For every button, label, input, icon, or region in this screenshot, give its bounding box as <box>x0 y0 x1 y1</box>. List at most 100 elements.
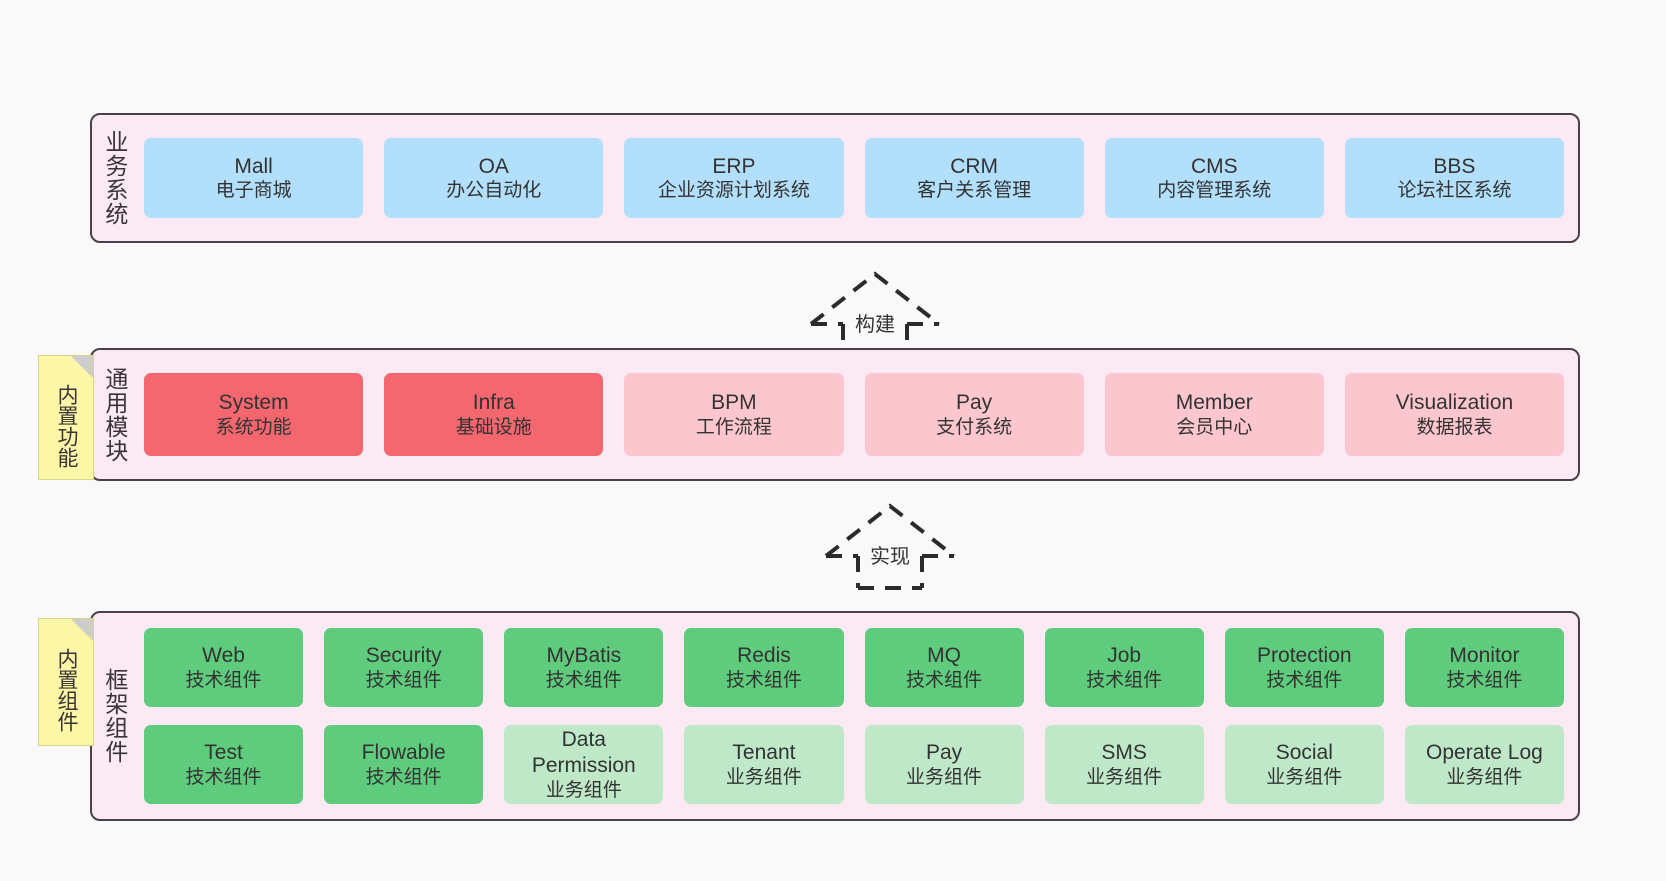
tile-cms[interactable]: CMS 内容管理系统 <box>1104 138 1324 218</box>
folded-corner-icon <box>71 356 93 378</box>
tile-title: Data Permission <box>531 728 636 777</box>
tile-subtitle: 业务组件 <box>545 779 622 801</box>
tile-title: Security <box>365 644 442 668</box>
tile-monitor[interactable]: Monitor 技术组件 <box>1404 628 1564 707</box>
tile-tenant[interactable]: Tenant 业务组件 <box>684 725 844 804</box>
sticky-note-builtin-features: 内置功能 <box>38 355 94 480</box>
layer-common-modules-title: 通用模块 <box>101 366 128 463</box>
tile-subtitle: 技术组件 <box>545 669 622 691</box>
tile-member[interactable]: Member 会员中心 <box>1104 373 1324 456</box>
tile-subtitle: 系统功能 <box>215 416 292 438</box>
tile-redis[interactable]: Redis 技术组件 <box>684 628 844 707</box>
tile-subtitle: 办公自动化 <box>446 180 542 202</box>
tile-title: Redis <box>737 644 791 668</box>
tile-title: Protection <box>1257 644 1352 668</box>
tile-visualization[interactable]: Visualization 数据报表 <box>1344 373 1565 456</box>
tile-test[interactable]: Test 技术组件 <box>144 725 304 804</box>
tile-subtitle: 支付系统 <box>936 416 1013 438</box>
sticky-note-builtin-components: 内置组件 <box>38 618 94 746</box>
tile-title: Pay <box>956 391 993 415</box>
tile-web[interactable]: Web 技术组件 <box>144 628 304 707</box>
tile-subtitle: 基础设施 <box>455 416 532 438</box>
tile-title: Member <box>1175 391 1253 415</box>
tile-mybatis[interactable]: MyBatis 技术组件 <box>504 628 664 707</box>
layer-framework-components: 框架组件 Web 技术组件 Security 技术组件 MyBatis 技术组件… <box>90 611 1580 821</box>
tile-subtitle: 企业资源计划系统 <box>657 180 810 202</box>
tile-data-permission[interactable]: Data Permission 业务组件 <box>504 725 664 804</box>
layer-common-modules: 通用模块 System 系统功能 Infra 基础设施 BPM 工作流程 Pay… <box>90 348 1580 481</box>
folded-corner-icon <box>71 619 93 641</box>
sticky-note-label: 内置功能 <box>54 383 78 468</box>
tile-row: System 系统功能 Infra 基础设施 BPM 工作流程 Pay 支付系统… <box>144 373 1565 456</box>
arrow-implement-label: 实现 <box>870 546 910 568</box>
tile-system[interactable]: System 系统功能 <box>144 373 364 456</box>
tile-subtitle: 技术组件 <box>725 669 802 691</box>
tile-title: Pay <box>925 741 963 765</box>
tile-title: CRM <box>950 154 999 178</box>
tile-title: Tenant <box>732 741 796 765</box>
tile-subtitle: 内容管理系统 <box>1157 180 1272 202</box>
tile-title: System <box>218 391 289 415</box>
tile-title: Operate Log <box>1426 741 1543 765</box>
tile-subtitle: 会员中心 <box>1176 416 1253 438</box>
tile-title: Flowable <box>361 741 446 765</box>
tile-crm[interactable]: CRM 客户关系管理 <box>864 138 1084 218</box>
tile-social[interactable]: Social 业务组件 <box>1224 725 1384 804</box>
tile-pay-component[interactable]: Pay 业务组件 <box>864 725 1024 804</box>
arrow-implement: 实现 <box>810 500 970 590</box>
tile-infra[interactable]: Infra 基础设施 <box>384 373 604 456</box>
tile-erp[interactable]: ERP 企业资源计划系统 <box>624 138 844 218</box>
tile-bbs[interactable]: BBS 论坛社区系统 <box>1344 138 1565 218</box>
tile-row: Mall 电子商城 OA 办公自动化 ERP 企业资源计划系统 CRM 客户关系… <box>144 138 1565 218</box>
tile-oa[interactable]: OA 办公自动化 <box>384 138 604 218</box>
layer-business-systems-title: 业务系统 <box>101 130 128 226</box>
sticky-note-label: 内置组件 <box>54 648 78 732</box>
tile-title: BBS <box>1433 154 1476 178</box>
tile-subtitle: 技术组件 <box>365 669 442 691</box>
tile-title: ERP <box>712 154 756 178</box>
tile-title: Test <box>204 741 243 765</box>
tile-row: Web 技术组件 Security 技术组件 MyBatis 技术组件 Redi… <box>144 628 1564 707</box>
tile-subtitle: 技术组件 <box>1086 669 1163 691</box>
tile-subtitle: 业务组件 <box>1086 766 1163 788</box>
tile-row: Test 技术组件 Flowable 技术组件 Data Permission … <box>144 725 1564 804</box>
tile-title: Monitor <box>1449 644 1520 668</box>
tile-sms[interactable]: SMS 业务组件 <box>1044 725 1204 804</box>
layer-business-systems: 业务系统 Mall 电子商城 OA 办公自动化 ERP 企业资源计划系统 CRM… <box>90 113 1580 243</box>
tile-title: Social <box>1275 741 1333 765</box>
tile-protection[interactable]: Protection 技术组件 <box>1224 628 1384 707</box>
tile-bpm[interactable]: BPM 工作流程 <box>624 373 844 456</box>
arrow-build-label: 构建 <box>855 314 895 336</box>
tile-operate-log[interactable]: Operate Log 业务组件 <box>1404 725 1564 804</box>
tile-subtitle: 技术组件 <box>1266 669 1343 691</box>
tile-job[interactable]: Job 技术组件 <box>1044 628 1204 707</box>
tile-subtitle: 工作流程 <box>695 416 772 438</box>
tile-title: MyBatis <box>546 644 622 668</box>
tile-flowable[interactable]: Flowable 技术组件 <box>324 725 484 804</box>
tile-security[interactable]: Security 技术组件 <box>324 628 484 707</box>
tile-subtitle: 客户关系管理 <box>917 180 1032 202</box>
tile-title: OA <box>478 154 509 178</box>
layer-framework-components-title: 框架组件 <box>101 668 128 764</box>
tile-subtitle: 业务组件 <box>906 766 983 788</box>
layer-common-modules-body: System 系统功能 Infra 基础设施 BPM 工作流程 Pay 支付系统… <box>136 350 1578 479</box>
tile-subtitle: 技术组件 <box>185 669 262 691</box>
tile-subtitle: 业务组件 <box>1266 766 1343 788</box>
tile-subtitle: 技术组件 <box>906 669 983 691</box>
tile-pay-module[interactable]: Pay 支付系统 <box>864 373 1084 456</box>
tile-title: CMS <box>1190 154 1238 178</box>
tile-subtitle: 业务组件 <box>1446 766 1523 788</box>
tile-title: Mall <box>234 154 273 178</box>
tile-subtitle: 技术组件 <box>1446 669 1523 691</box>
tile-subtitle: 论坛社区系统 <box>1397 180 1512 202</box>
tile-subtitle: 业务组件 <box>725 766 802 788</box>
tile-title: Infra <box>472 391 515 415</box>
tile-mq[interactable]: MQ 技术组件 <box>864 628 1024 707</box>
tile-title: Job <box>1107 644 1142 668</box>
tile-mall[interactable]: Mall 电子商城 <box>144 138 364 218</box>
tile-subtitle: 数据报表 <box>1416 416 1493 438</box>
tile-subtitle: 技术组件 <box>185 766 262 788</box>
tile-title: Web <box>202 644 245 668</box>
tile-title: SMS <box>1101 741 1147 765</box>
tile-subtitle: 技术组件 <box>365 766 442 788</box>
